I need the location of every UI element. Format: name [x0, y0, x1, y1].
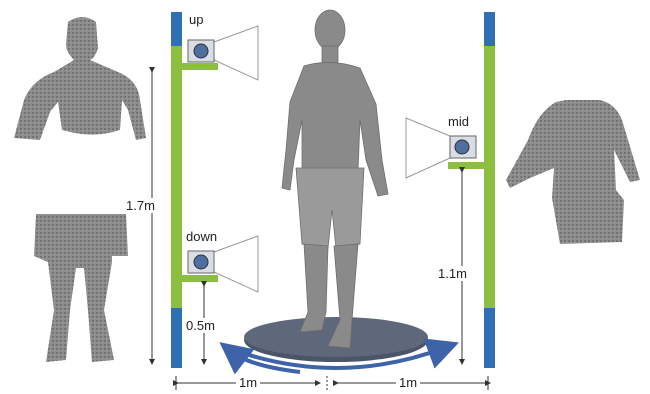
- label-camera-down: down: [186, 229, 217, 244]
- partial-scan-torso: [506, 100, 640, 244]
- camera-icon: [194, 44, 208, 58]
- label-height-left: 1.7m: [126, 198, 155, 213]
- label-distance-right: 1m: [396, 375, 420, 390]
- label-camera-mid: mid: [448, 114, 469, 129]
- label-distance-left: 1m: [236, 375, 260, 390]
- partial-scan-lower-body: [34, 214, 128, 362]
- partial-scan-upper-body: [14, 17, 146, 140]
- label-camera-up: up: [189, 12, 203, 27]
- camera-down: [182, 236, 258, 292]
- camera-mid: [406, 118, 484, 178]
- camera-icon: [455, 140, 469, 154]
- left-pole: [171, 12, 182, 368]
- camera-up: [182, 26, 258, 80]
- camera-icon: [194, 255, 208, 269]
- right-pole: [484, 12, 495, 368]
- label-height-low: 0.5m: [186, 318, 215, 333]
- label-height-right: 1.1m: [438, 266, 467, 281]
- person-figure: [282, 10, 388, 348]
